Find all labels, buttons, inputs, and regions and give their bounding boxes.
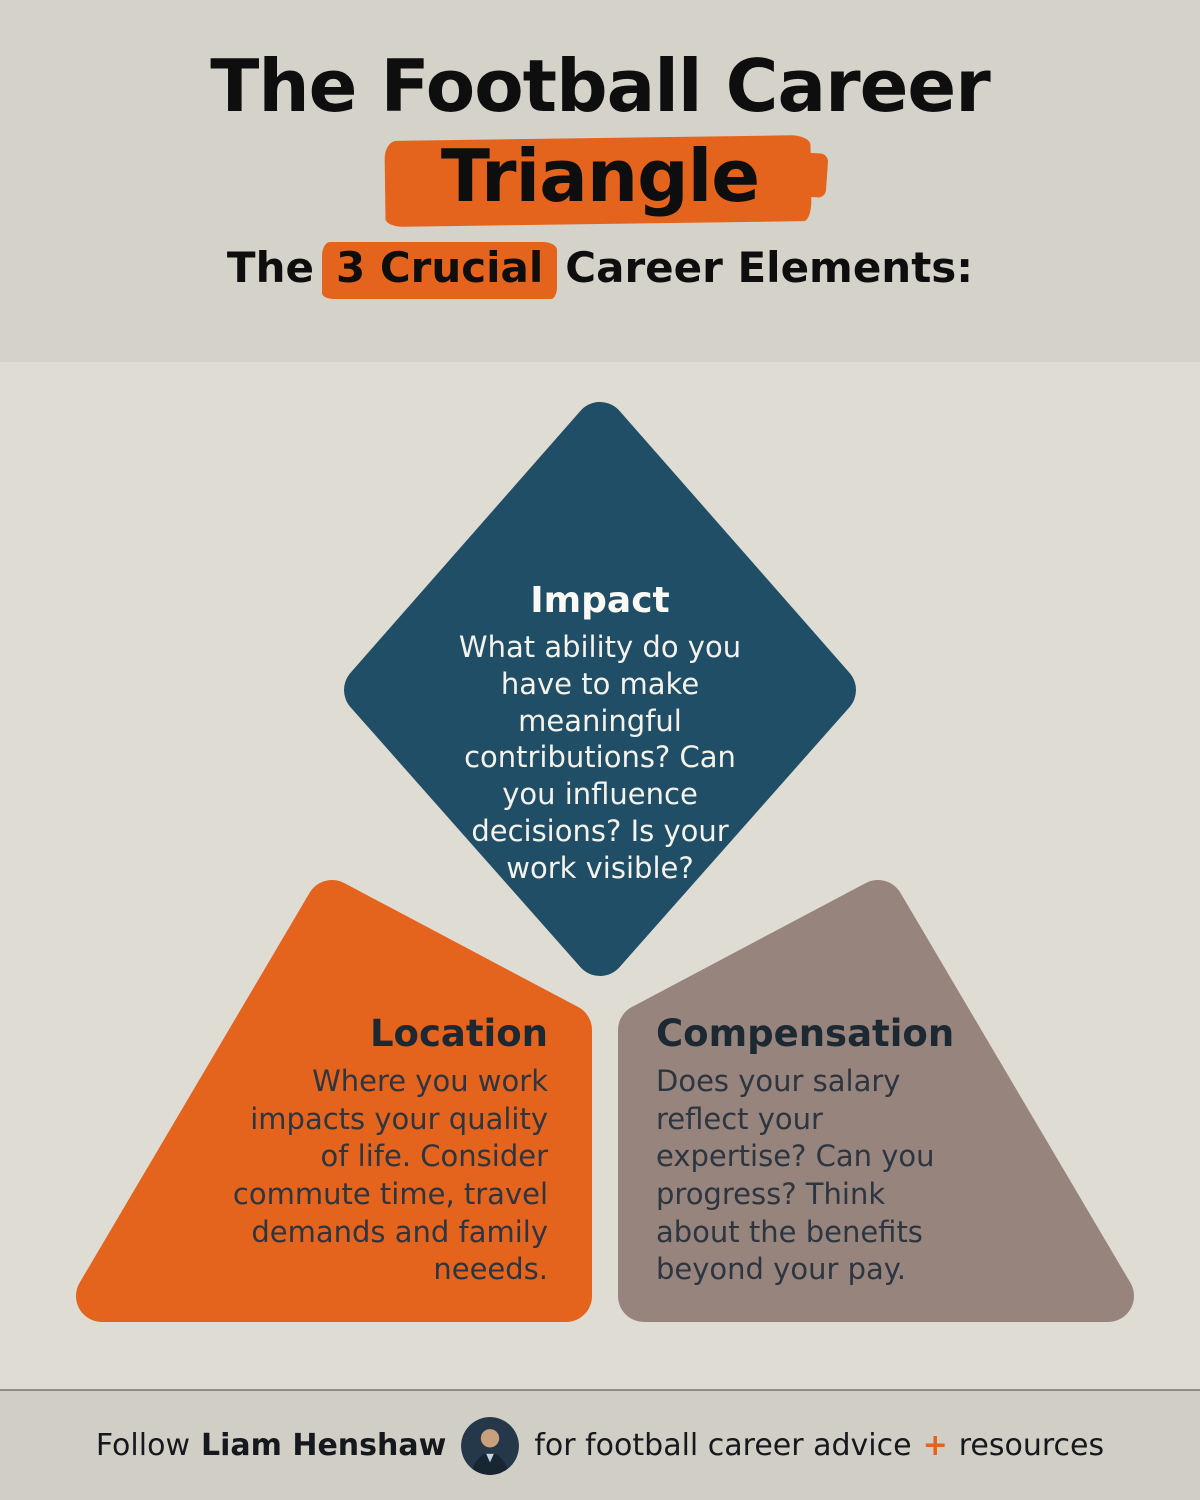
footer-tagline-2: resources: [958, 1428, 1105, 1463]
footer-author-name: Liam Henshaw: [200, 1428, 447, 1463]
impact-title: Impact: [530, 580, 670, 621]
location-block: Location Where you work impacts your qua…: [140, 1012, 548, 1289]
footer-follow-label: Follow: [95, 1428, 190, 1463]
footer-tagline: for football career advice: [534, 1428, 912, 1463]
compensation-block: Compensation Does your salary reflect yo…: [656, 1012, 1001, 1289]
location-body: Where you work impacts your quality of l…: [232, 1064, 548, 1287]
title-highlight-brush: Triangle: [397, 132, 803, 228]
title-line-1: The Football Career: [210, 44, 991, 128]
impact-shape: [344, 402, 856, 976]
impact-block: Impact What ability do you have to make …: [425, 580, 775, 887]
compensation-shape: [618, 880, 1134, 1322]
subtitle-suffix: Career Elements:: [565, 243, 974, 292]
subtitle-prefix: The: [226, 243, 314, 292]
footer-plus: +: [922, 1428, 948, 1463]
compensation-body: Does your salary reflect your expertise?…: [656, 1064, 935, 1287]
title-line-2-row: Triangle: [0, 132, 1200, 228]
person-icon: [461, 1416, 520, 1475]
location-shape: [76, 880, 592, 1322]
location-title: Location: [369, 1012, 548, 1055]
impact-body: What ability do you have to make meaning…: [458, 630, 742, 885]
footer: Follow Liam Henshaw for football career …: [0, 1389, 1200, 1500]
avatar: [461, 1416, 520, 1475]
title-line-2: Triangle: [440, 134, 760, 218]
subtitle-highlight: 3 Crucial: [321, 242, 558, 299]
compensation-title: Compensation: [656, 1012, 955, 1055]
